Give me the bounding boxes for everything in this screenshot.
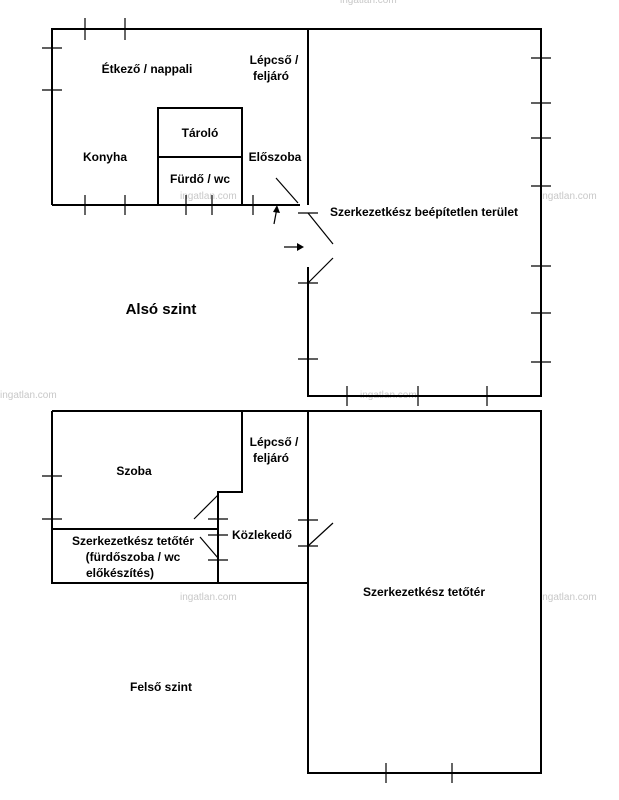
storage-bathroom-walls	[157, 107, 243, 205]
floor-title-lower: Alsó szint	[126, 301, 197, 318]
room-label-hallway: Előszoba	[249, 150, 302, 164]
upper-floor: Lépcső / feljáró Szoba Szerkezetkész tet…	[42, 410, 542, 783]
room-label-attic-small: (fürdőszoba / wc	[86, 550, 181, 564]
room-label-storage: Tároló	[182, 126, 219, 140]
room-label-attic-large: Szerkezetkész tetőtér	[363, 585, 485, 599]
floor-title-upper: Felső szint	[130, 680, 192, 694]
watermarks: ingatlan.com ingatlan.com ingatlan.com i…	[0, 0, 597, 603]
watermark: ingatlan.com	[180, 592, 237, 603]
room-label-stairs-upper: Lépcső /	[250, 435, 299, 449]
room-label-attic-small: Szerkezetkész tetőtér	[72, 534, 194, 548]
watermark: ingatlan.com	[540, 191, 597, 202]
room-label-room: Szoba	[116, 464, 152, 478]
room-label-stairs-upper: feljáró	[253, 451, 289, 465]
room-label-corridor: Közlekedő	[232, 528, 292, 542]
room-label-attic-small: előkészítés)	[86, 566, 154, 580]
watermark: ingatlan.com	[340, 0, 397, 6]
room-label-stairs: Lépcső /	[250, 53, 299, 67]
watermark: ingatlan.com	[540, 592, 597, 603]
room-label-kitchen: Konyha	[83, 150, 127, 164]
watermark: ingatlan.com	[0, 390, 57, 401]
lower-unbuilt-area-walls	[307, 28, 542, 397]
room-label-unbuilt-area: Szerkezetkész beépítetlen terület	[330, 205, 518, 219]
upper-wall-ticks	[42, 475, 453, 783]
lower-left-block-walls	[51, 28, 308, 206]
room-label-stairs: feljáró	[253, 69, 289, 83]
room-label-bathroom: Fürdő / wc	[170, 172, 230, 186]
lower-floor: Étkező / nappali Lépcső / feljáró Tároló…	[42, 18, 551, 406]
upper-attic-walls	[307, 410, 542, 774]
entrance-arrows	[273, 205, 304, 251]
lower-doors	[275, 177, 334, 284]
upper-doors	[193, 494, 334, 559]
watermark: ingatlan.com	[180, 191, 237, 202]
room-label-dining-living: Étkező / nappali	[102, 61, 193, 76]
